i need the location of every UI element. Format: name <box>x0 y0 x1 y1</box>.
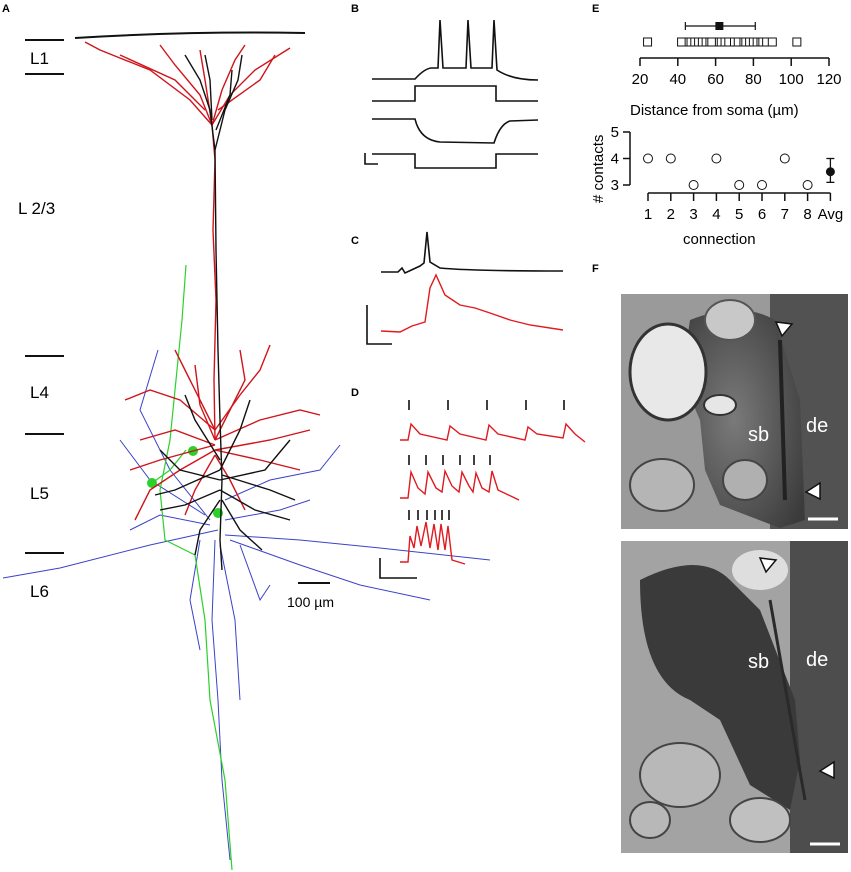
axon-green <box>151 264 233 871</box>
data-point-contacts <box>711 153 722 164</box>
chart-distance: 20 40 60 80 100 120 <box>632 22 842 88</box>
layer-label-l6: L6 <box>30 582 49 601</box>
trace-c-black <box>381 231 564 275</box>
x-tick-label-distance: 40 <box>669 71 686 88</box>
x-tick-label-distance: 80 <box>745 71 762 88</box>
x-tick-label-connection: 1 <box>644 206 652 223</box>
neuron-red <box>84 41 321 521</box>
x-tick-label-connection: Avg <box>818 206 844 223</box>
layer-label-l4: L4 <box>30 383 49 402</box>
data-point-distance <box>677 37 687 47</box>
scalebar-b <box>364 153 378 165</box>
data-point-contacts <box>757 180 767 190</box>
traces-b <box>364 19 539 169</box>
ylabel-contacts: # contacts <box>590 135 607 203</box>
data-point-distance <box>767 37 777 47</box>
stim-ticks-d <box>408 400 565 520</box>
data-point-contacts <box>688 180 699 190</box>
x-tick-label-connection: 7 <box>781 206 789 223</box>
data-point-distance <box>707 37 717 47</box>
xlabel-distance: Distance from soma (µm) <box>630 102 799 119</box>
scalebar-a-label: 100 µm <box>287 594 334 610</box>
x-tick-label-connection: 6 <box>758 206 766 223</box>
neuron-black <box>154 54 296 571</box>
x-tick-label-connection: 8 <box>803 206 811 223</box>
label-sb-bottom: sb <box>748 651 769 673</box>
em-image-bottom <box>621 541 848 853</box>
bouton-markers <box>147 446 223 518</box>
layer-label-l1: L1 <box>30 49 49 68</box>
x-tick-label-connection: 4 <box>712 206 720 223</box>
layer-label-l23: L 2/3 <box>18 199 55 218</box>
y-tick-label-contacts: 3 <box>611 177 619 194</box>
layer-label-l5: L5 <box>30 484 49 503</box>
panel-label-b: B <box>351 3 359 15</box>
em-image-top <box>621 294 848 529</box>
x-tick-label-distance: 120 <box>816 71 841 88</box>
pia-surface <box>74 31 306 39</box>
data-point-distance <box>643 37 653 47</box>
panel-label-a: A <box>2 3 10 15</box>
label-sb-top: sb <box>748 424 769 446</box>
mean-marker-distance <box>715 22 724 30</box>
xlabel-connection: connection <box>683 231 756 248</box>
data-point-contacts <box>802 180 813 190</box>
panel-label-e: E <box>592 3 599 15</box>
data-point-avg <box>825 167 835 177</box>
label-de-top: de <box>806 415 828 437</box>
x-tick-label-connection: 5 <box>735 206 743 223</box>
scalebar-d <box>379 558 417 579</box>
x-tick-label-connection: 2 <box>667 206 675 223</box>
panel-label-c: C <box>351 235 359 247</box>
panel-label-d: D <box>351 387 359 399</box>
label-de-bottom: de <box>806 649 828 671</box>
y-tick-label-contacts: 4 <box>611 151 619 168</box>
panel-label-f: F <box>592 263 599 275</box>
traces-d <box>400 422 586 565</box>
data-point-contacts <box>665 153 676 164</box>
data-point-contacts <box>734 180 745 190</box>
y-tick-label-contacts: 5 <box>611 124 619 141</box>
data-point-contacts <box>779 153 790 164</box>
scalebar-c <box>366 305 392 345</box>
x-tick-label-distance: 100 <box>779 71 804 88</box>
x-tick-label-distance: 20 <box>632 71 649 88</box>
data-point-contacts <box>643 153 653 164</box>
x-tick-label-connection: 3 <box>689 206 697 223</box>
layer-boundaries <box>25 39 64 554</box>
x-tick-label-distance: 60 <box>707 71 724 88</box>
axon-blue <box>2 349 491 861</box>
data-point-distance <box>792 37 802 47</box>
trace-c-red <box>380 273 564 333</box>
